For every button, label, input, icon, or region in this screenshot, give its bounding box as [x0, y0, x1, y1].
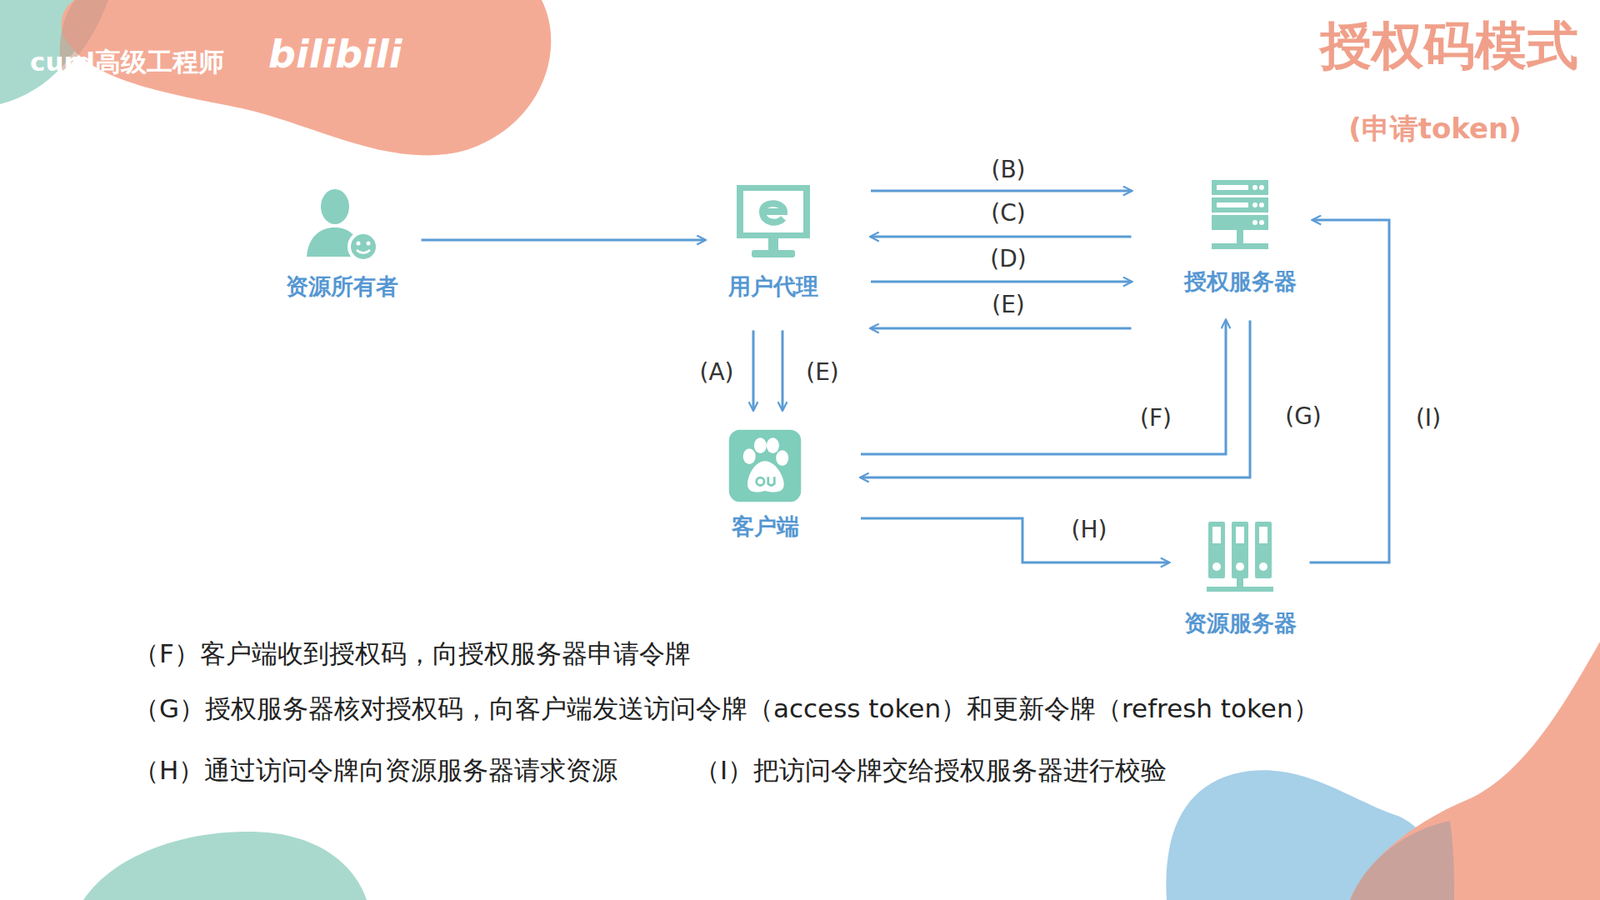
step-label: (A)	[699, 358, 734, 387]
step-label: (I)	[1415, 404, 1441, 433]
step-label: (E)	[991, 290, 1025, 320]
actor-node: 资源所有者	[279, 181, 405, 300]
storage-icon	[1198, 518, 1282, 602]
node-label: 客户端	[731, 513, 800, 540]
flow-arrow	[870, 327, 1132, 330]
node-label: 用户代理	[728, 273, 819, 300]
actor-node: 授权服务器	[1177, 176, 1304, 295]
watermark: curd高级工程师	[30, 46, 225, 78]
browser-icon	[731, 181, 815, 265]
salmon-blob	[61, 0, 552, 155]
blue-blob	[1165, 770, 1455, 900]
subtitle: (申请token)	[1348, 111, 1522, 146]
step-label: (G)	[1285, 402, 1322, 431]
flow-arrow	[870, 190, 1132, 193]
flow-arrow	[870, 280, 1132, 284]
watermark: bilibili	[268, 31, 402, 78]
client-logo	[725, 426, 805, 505]
step-label: (B)	[990, 155, 1025, 185]
overlap-blob	[1350, 820, 1455, 900]
node-label: 授权服务器	[1184, 268, 1297, 295]
node-label: 资源所有者	[285, 273, 399, 300]
flow-arrow	[1310, 220, 1390, 563]
actor-node: 客户端	[719, 426, 811, 540]
title: 授权码模式	[1320, 15, 1579, 77]
node-label: 资源服务器	[1184, 610, 1297, 637]
actor-node: 用户代理	[721, 181, 825, 300]
step-description: （F）客户端收到授权码，向授权服务器申请令牌	[133, 638, 691, 670]
step-label: (H)	[1071, 515, 1108, 545]
flow-arrow	[860, 320, 1226, 455]
teal-blob	[83, 831, 367, 900]
flow-arrow	[860, 518, 1170, 563]
flow-arrow	[781, 330, 785, 410]
step-description: （I）把访问令牌交给授权服务器进行校验	[694, 755, 1167, 786]
flow-arrow	[870, 235, 1132, 239]
step-description: （G）授权服务器核对授权码，向客户端发送访问令牌（access token）和更…	[133, 693, 1320, 725]
step-label: (C)	[990, 199, 1025, 228]
step-description: （H）通过访问令牌向资源服务器请求资源	[133, 755, 618, 786]
step-label: (F)	[1140, 404, 1172, 433]
flow-arrow	[860, 320, 1250, 478]
step-label: (D)	[990, 245, 1026, 274]
flow-arrow	[752, 330, 755, 410]
flow-arrow	[421, 239, 706, 242]
step-label: (E)	[805, 358, 840, 387]
salmon-blob	[1350, 641, 1600, 900]
server-icon	[1198, 176, 1282, 260]
actor-node: 资源服务器	[1177, 518, 1304, 637]
person-icon	[300, 181, 384, 265]
